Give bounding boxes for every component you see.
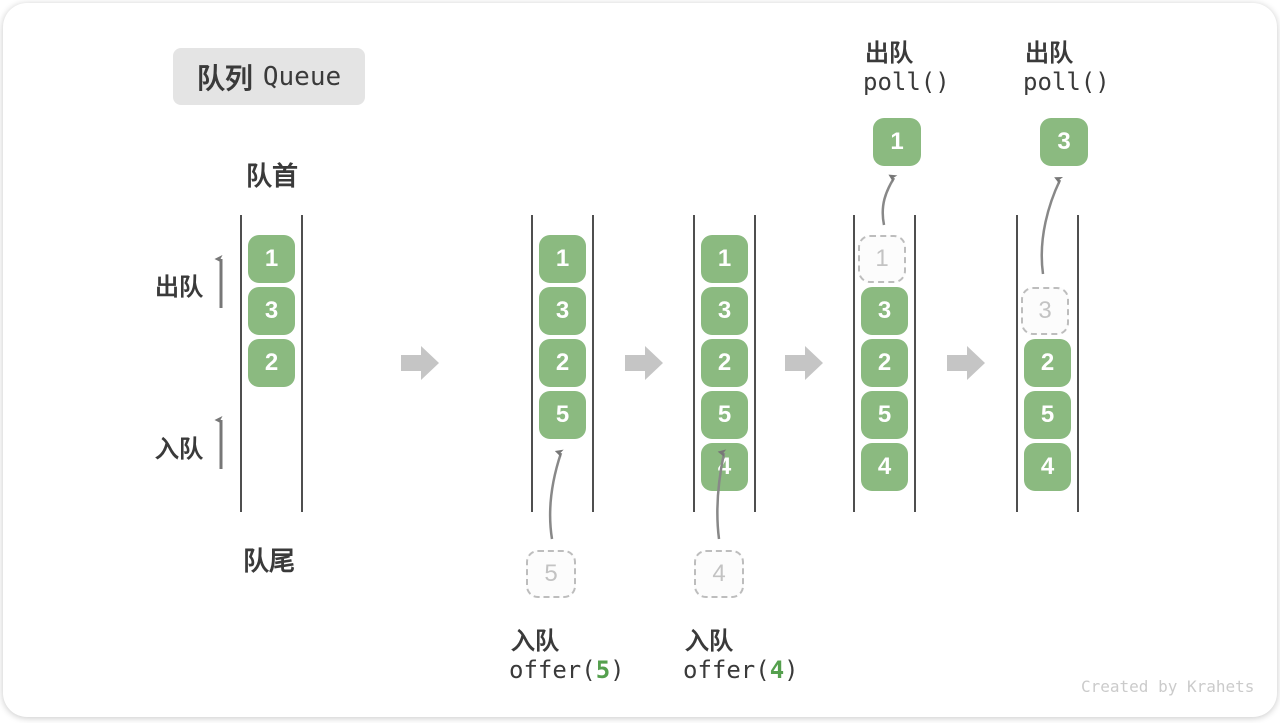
queue-wall — [301, 215, 303, 512]
queue-item: 1 — [248, 235, 295, 283]
queue-item: 5 — [701, 391, 748, 439]
code-arg: 5 — [595, 656, 611, 684]
queue-item: 1 — [539, 235, 586, 283]
queue-item: 4 — [701, 443, 748, 491]
queue-item: 2 — [248, 339, 295, 387]
queue-item: 3 — [701, 287, 748, 335]
watermark: Created by Krahets — [1081, 677, 1255, 696]
polled-item: 1 — [873, 118, 921, 166]
enqueue-op-code: offer(4) — [683, 656, 799, 684]
incoming-item-ghost: 4 — [694, 550, 744, 598]
code-text: ) — [610, 656, 625, 684]
queue-item: 1 — [701, 235, 748, 283]
queue-item: 3 — [539, 287, 586, 335]
queue-wall — [240, 215, 242, 512]
code-arg: 4 — [769, 656, 785, 684]
enqueue-op-label: 入队 — [685, 628, 733, 655]
queue-item: 3 — [248, 287, 295, 335]
queue-item: 2 — [861, 339, 908, 387]
poll-op-label: 出队 — [865, 40, 913, 67]
incoming-item-ghost: 5 — [526, 550, 576, 598]
polled-item: 3 — [1040, 118, 1088, 166]
queue-rear-label: 队尾 — [243, 546, 296, 576]
queue-wall — [914, 215, 916, 512]
queue-diagram-card: 队列 Queue 队首 队尾 出队 入队 1 3 2 1 3 2 5 5 1 3… — [3, 3, 1277, 717]
queue-wall — [1077, 215, 1079, 512]
code-text: offer( — [509, 656, 596, 684]
title-badge: 队列 Queue — [173, 48, 365, 105]
queue-item: 5 — [539, 391, 586, 439]
queue-item: 5 — [861, 391, 908, 439]
code-text: offer( — [683, 656, 770, 684]
dequeue-label: 出队 — [155, 274, 203, 301]
removed-item-ghost: 3 — [1021, 287, 1069, 335]
code-text: ) — [784, 656, 799, 684]
queue-wall — [693, 215, 695, 512]
queue-item: 2 — [539, 339, 586, 387]
enqueue-op-label: 入队 — [511, 628, 559, 655]
queue-item: 4 — [861, 443, 908, 491]
queue-wall — [531, 215, 533, 512]
removed-item-ghost: 1 — [858, 235, 906, 283]
poll-op-code: poll() — [863, 68, 950, 96]
queue-front-label: 队首 — [246, 161, 299, 191]
queue-item: 3 — [861, 287, 908, 335]
queue-wall — [592, 215, 594, 512]
queue-item: 2 — [701, 339, 748, 387]
queue-item: 5 — [1024, 391, 1071, 439]
arrows-overlay — [214, 174, 1064, 540]
title-en: Queue — [262, 61, 342, 92]
title-zh: 队列 — [196, 62, 253, 94]
enqueue-op-code: offer(5) — [509, 656, 625, 684]
queue-item: 4 — [1024, 443, 1071, 491]
poll-op-label: 出队 — [1025, 40, 1073, 67]
queue-item: 2 — [1024, 339, 1071, 387]
queue-wall — [1016, 215, 1018, 512]
poll-op-code: poll() — [1023, 68, 1110, 96]
enqueue-arrow-icon — [548, 449, 564, 540]
poll-arrow-icon — [1040, 177, 1064, 275]
queue-wall — [853, 215, 855, 512]
poll-arrow-icon — [881, 174, 898, 226]
enqueue-label: 入队 — [155, 436, 203, 463]
queue-wall — [754, 215, 756, 512]
